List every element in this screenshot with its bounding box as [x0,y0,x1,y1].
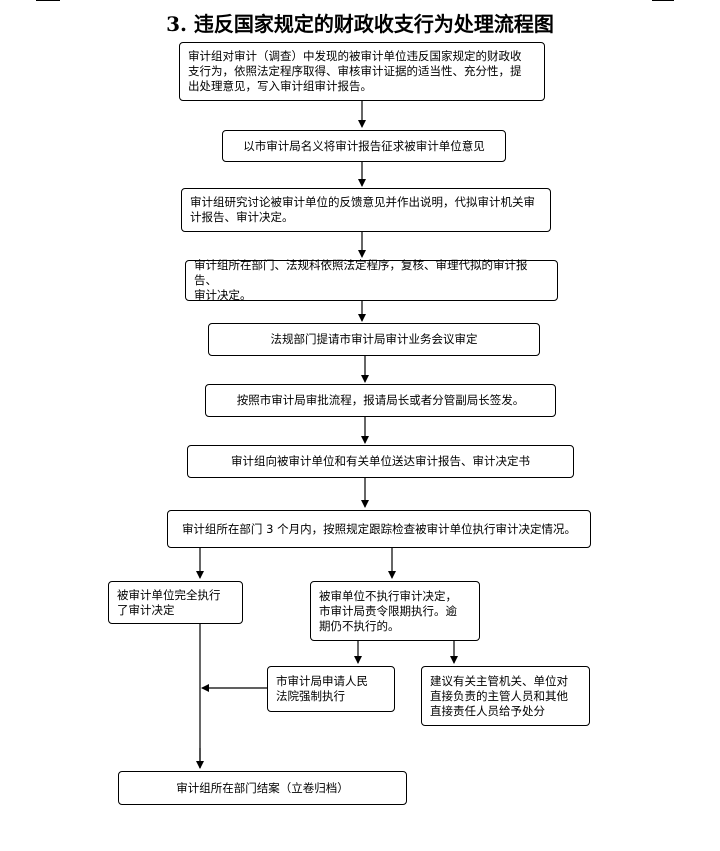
step-close-case: 审计组所在部门结案（立卷归档） [118,771,407,805]
step-business-meeting: 法规部门提请市审计局审计业务会议审定 [208,323,540,356]
step-audit-findings: 审计组对审计（调查）中发现的被审计单位违反国家规定的财政收 支行为，依照法定程序… [179,42,545,101]
step-court-enforcement: 市审计局申请人民 法院强制执行 [267,666,395,712]
step-suggest-discipline: 建议有关主管机关、单位对 直接负责的主管人员和其他 直接责任人员给予处分 [421,666,590,726]
step-review: 审计组所在部门、法规科依照法定程序，复核、审理代拟的审计报告、 审计决定。 [185,258,558,302]
page-title: 3. 违反国家规定的财政收支行为处理流程图 [166,12,554,36]
step-not-executed: 被审单位不执行审计决定， 市审计局责令限期执行。逾 期仍不执行的。 [310,581,480,641]
top-edge-mark [652,0,674,1]
step-study-feedback: 审计组研究讨论被审计单位的反馈意见并作出说明，代拟审计机关审 计报告、审计决定。 [181,188,551,232]
step-deliver-report: 审计组向被审计单位和有关单位送达审计报告、审计决定书 [187,445,574,478]
step-approval: 按照市审计局审批流程，报请局长或者分管副局长签发。 [205,384,556,417]
step-follow-up: 审计组所在部门 3 个月内，按照规定跟踪检查被审计单位执行审计决定情况。 [167,510,591,548]
top-edge-mark [36,0,60,1]
step-solicit-opinion: 以市审计局名义将审计报告征求被审计单位意见 [222,130,506,162]
step-fully-executed: 被审计单位完全执行 了审计决定 [108,581,243,624]
